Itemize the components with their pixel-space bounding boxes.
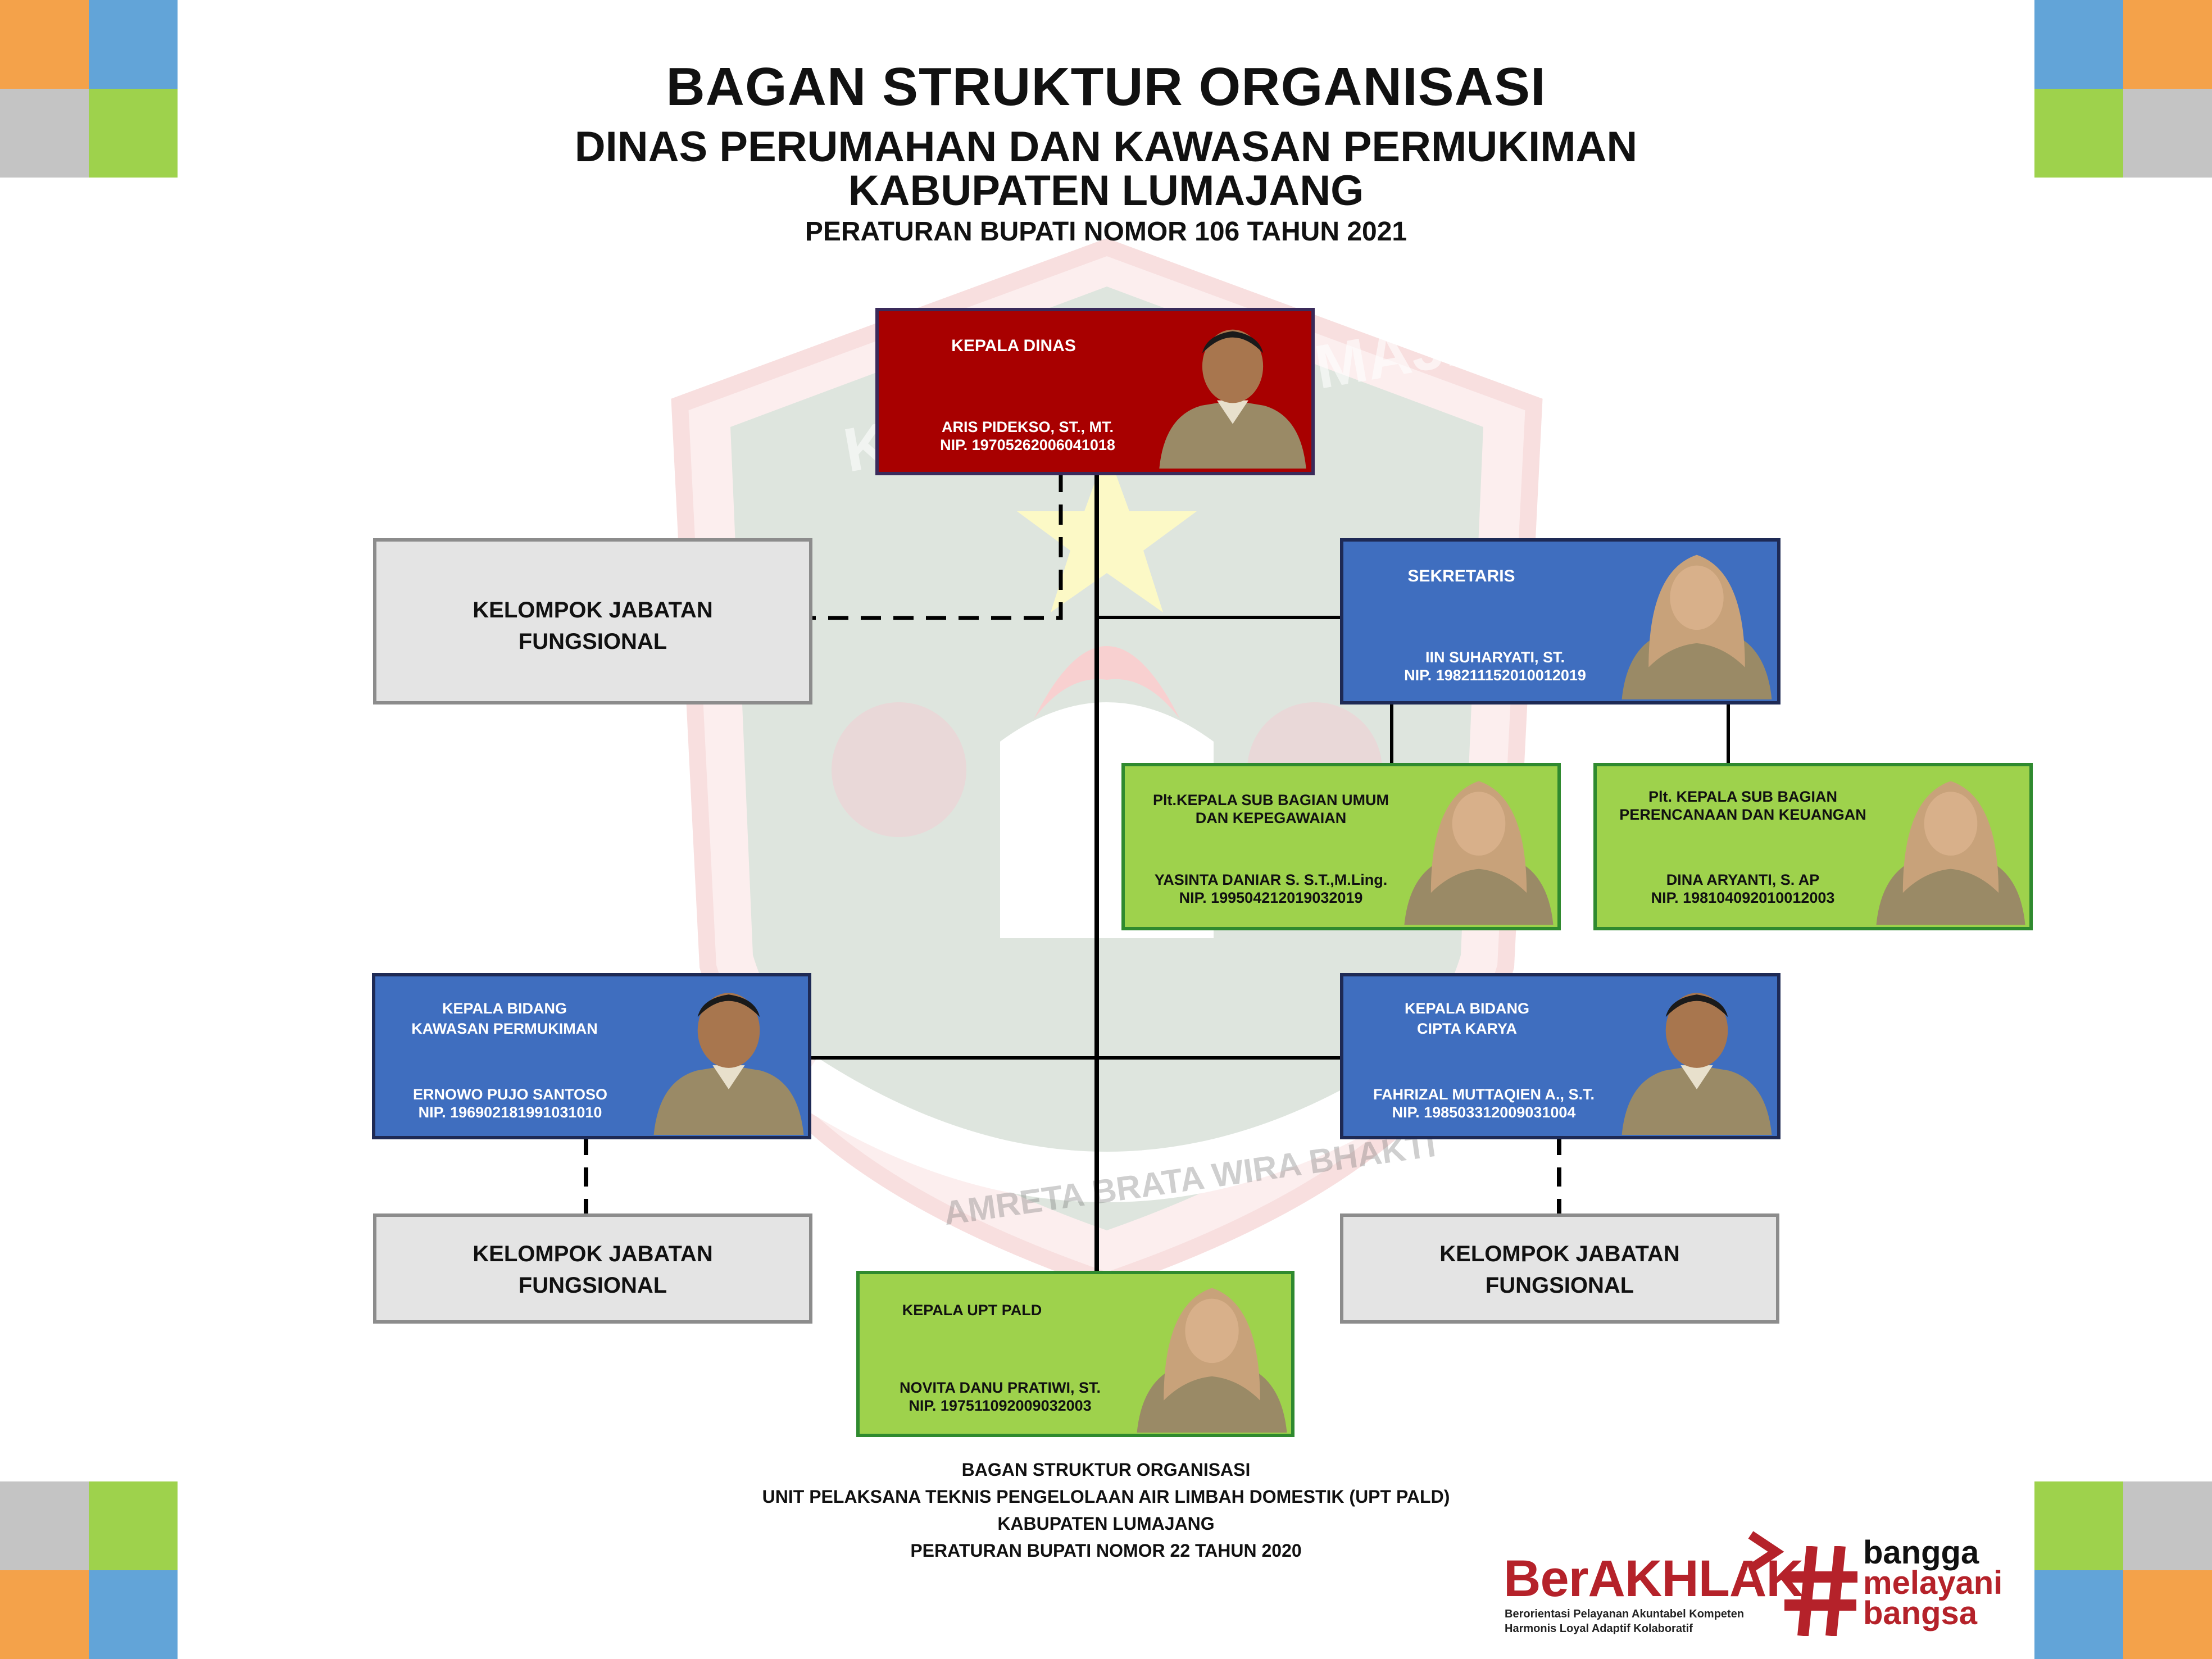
photo-sekretaris: [1621, 554, 1772, 699]
regulation-reference: PERATURAN BUPATI NOMOR 106 TAHUN 2021: [805, 217, 1407, 247]
corner-decoration-bottom-right: [2034, 1481, 2212, 1659]
fungsional-right-line1: KELOMPOK JABATAN: [1439, 1242, 1680, 1266]
fungsional-right-line2: FUNGSIONAL: [1485, 1273, 1634, 1298]
node-upt-pald: KEPALA UPT PALD NOVITA DANU PRATIWI, ST.…: [856, 1271, 1295, 1437]
berakhlak-tagline1: Berorientasi Pelayanan Akuntabel Kompete…: [1505, 1608, 1745, 1620]
role-kepala-dinas: KEPALA DINAS: [951, 337, 1076, 355]
corner-decoration-top-left: [0, 0, 178, 178]
corner-decoration-top-right: [2034, 0, 2212, 178]
photo-subbag-perencanaan: [1876, 781, 2025, 925]
regency-name: KABUPATEN LUMAJANG: [848, 167, 1364, 215]
berakhlak-wordmark: BerAKHLAK: [1504, 1550, 1804, 1607]
dashed-connector-fungsional-right: [1557, 1136, 1561, 1216]
nip-sekretaris: NIP. 198211152010012019: [1404, 667, 1586, 684]
role-bidang-kawasan-line2: KAWASAN PERMUKIMAN: [411, 1020, 598, 1037]
berakhlak-tagline2: Harmonis Loyal Adaptif Kolaboratif: [1505, 1622, 1693, 1635]
role-subbag-umum-line1: Plt.KEPALA SUB BAGIAN UMUM: [1153, 792, 1389, 808]
connector-sekretaris-perencanaan: [1727, 702, 1730, 767]
node-fungsional-top: KELOMPOK JABATAN FUNGSIONAL: [373, 538, 812, 704]
name-subbag-perencanaan: DINA ARYANTI, S. AP: [1666, 871, 1820, 888]
dashed-connector-fungsional-top: [808, 472, 1063, 620]
footer-line2: UNIT PELAKSANA TEKNIS PENGELOLAAN AIR LI…: [762, 1487, 1450, 1507]
footer-line3: KABUPATEN LUMAJANG: [997, 1513, 1215, 1534]
slogan-line2: melayani: [1863, 1565, 2003, 1601]
role-bidang-kawasan-line1: KEPALA BIDANG: [442, 1000, 567, 1017]
connector-sekretaris-umum: [1390, 702, 1393, 767]
role-subbag-umum-line2: DAN KEPEGAWAIAN: [1195, 810, 1347, 826]
role-upt-pald: KEPALA UPT PALD: [902, 1302, 1042, 1319]
footer-line4: PERATURAN BUPATI NOMOR 22 TAHUN 2020: [910, 1540, 1302, 1561]
connector-to-sekretaris: [1097, 616, 1344, 619]
role-sekretaris: SEKRETARIS: [1407, 567, 1515, 585]
page-title: BAGAN STRUKTUR ORGANISASI: [666, 57, 1546, 117]
name-bidang-cipta: FAHRIZAL MUTTAQIEN A., S.T.: [1373, 1086, 1595, 1103]
footer-line1: BAGAN STRUKTUR ORGANISASI: [961, 1460, 1251, 1480]
fungsional-left-line1: KELOMPOK JABATAN: [473, 1242, 713, 1266]
nip-subbag-umum: NIP. 199504212019032019: [1179, 889, 1363, 906]
name-subbag-umum: YASINTA DANIAR S. S.T.,M.Ling.: [1154, 871, 1388, 888]
node-subbag-perencanaan: Plt. KEPALA SUB BAGIAN PERENCANAAN DAN K…: [1593, 763, 2033, 930]
role-subbag-perencanaan-line1: Plt. KEPALA SUB BAGIAN: [1648, 788, 1837, 805]
node-subbag-umum: Plt.KEPALA SUB BAGIAN UMUM DAN KEPEGAWAI…: [1121, 763, 1561, 930]
agency-name: DINAS PERUMAHAN DAN KAWASAN PERMUKIMAN: [574, 123, 1638, 171]
name-sekretaris: IIN SUHARYATI, ST.: [1425, 649, 1565, 666]
nip-subbag-perencanaan: NIP. 198104092010012003: [1651, 889, 1835, 906]
nip-bidang-cipta: NIP. 198503312009031004: [1392, 1104, 1576, 1121]
node-kepala-dinas: KEPALA DINAS ARIS PIDEKSO, ST., MT. NIP.…: [875, 308, 1315, 475]
photo-subbag-umum: [1404, 781, 1554, 925]
node-fungsional-right: KELOMPOK JABATAN FUNGSIONAL: [1340, 1213, 1779, 1324]
connector-main-vertical: [1094, 475, 1099, 1272]
berakhlak-logo: BerAKHLAK Berorientasi Pelayanan Akuntab…: [1504, 1529, 2032, 1642]
nip-upt-pald: NIP. 197511092009032003: [909, 1397, 1092, 1414]
node-fungsional-left: KELOMPOK JABATAN FUNGSIONAL: [373, 1213, 812, 1324]
nip-kepala-dinas: NIP. 19705262006041018: [940, 437, 1115, 453]
nip-bidang-kawasan: NIP. 196902181991031010: [418, 1104, 602, 1121]
slogan-line3: bangsa: [1863, 1595, 1978, 1631]
photo-kepala-dinas: [1159, 329, 1306, 469]
node-bidang-cipta-karya: KEPALA BIDANG CIPTA KARYA FAHRIZAL MUTTA…: [1340, 973, 1780, 1139]
node-bidang-kawasan: KEPALA BIDANG KAWASAN PERMUKIMAN ERNOWO …: [372, 973, 811, 1139]
connector-bidang-horizontal: [808, 1056, 1344, 1060]
role-bidang-cipta-line1: KEPALA BIDANG: [1405, 1000, 1529, 1017]
name-bidang-kawasan: ERNOWO PUJO SANTOSO: [412, 1086, 608, 1103]
dashed-connector-fungsional-left: [584, 1136, 588, 1216]
fungsional-top-line1: KELOMPOK JABATAN: [473, 598, 713, 622]
photo-bidang-cipta: [1621, 993, 1772, 1135]
corner-decoration-bottom-left: [0, 1481, 178, 1659]
photo-bidang-kawasan: [653, 993, 804, 1135]
role-subbag-perencanaan-line2: PERENCANAAN DAN KEUANGAN: [1619, 806, 1866, 823]
berakhlak-chevron-icon: [1748, 1531, 1784, 1572]
photo-upt-pald: [1137, 1288, 1287, 1433]
name-upt-pald: NOVITA DANU PRATIWI, ST.: [900, 1379, 1101, 1396]
role-bidang-cipta-line2: CIPTA KARYA: [1416, 1020, 1518, 1037]
fungsional-left-line2: FUNGSIONAL: [518, 1273, 667, 1298]
hashtag-icon: [1784, 1546, 1857, 1636]
slogan-line1: bangga: [1863, 1534, 1979, 1571]
name-kepala-dinas: ARIS PIDEKSO, ST., MT.: [941, 419, 1114, 435]
node-sekretaris: SEKRETARIS IIN SUHARYATI, ST. NIP. 19821…: [1340, 538, 1780, 704]
fungsional-top-line2: FUNGSIONAL: [518, 629, 667, 654]
